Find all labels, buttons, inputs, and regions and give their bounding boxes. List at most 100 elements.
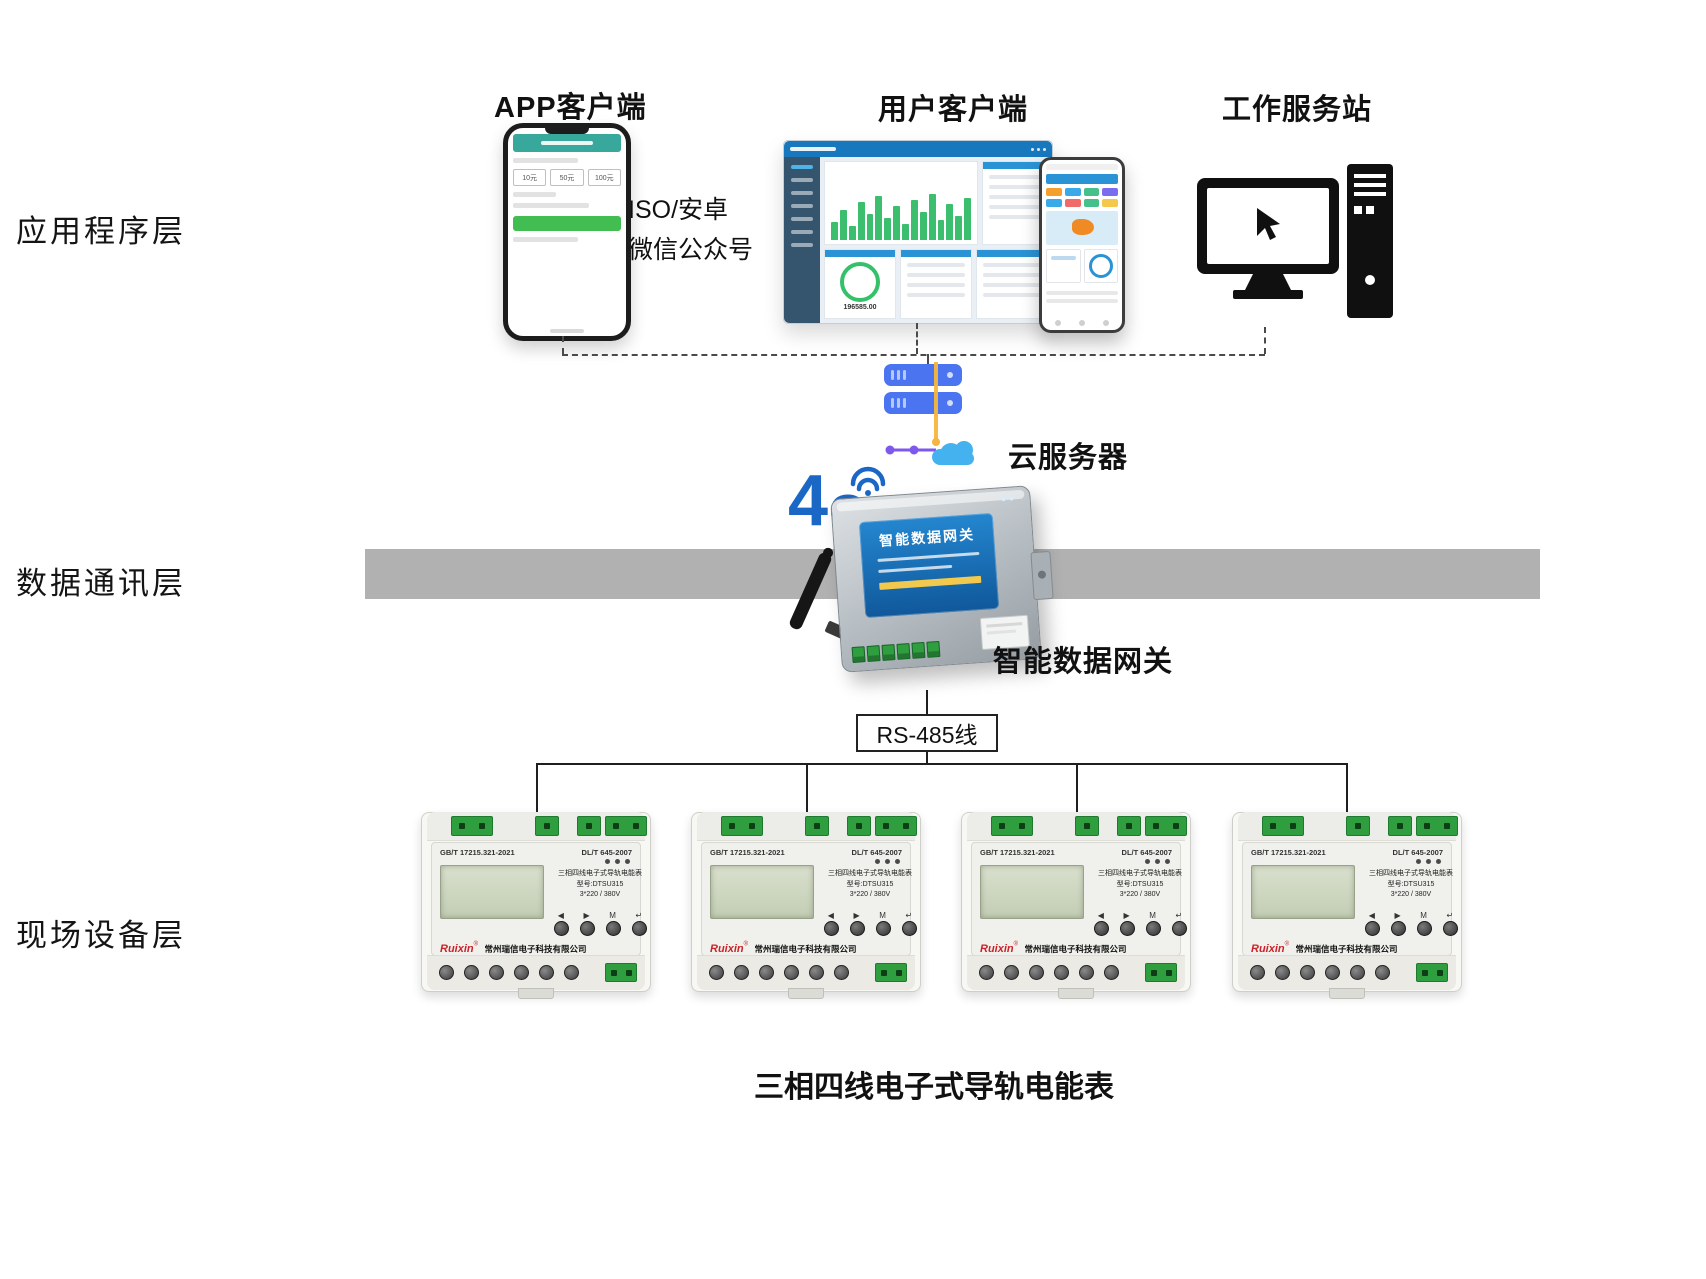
company-name: 常州瑞信电子科技有限公司 [754, 944, 857, 954]
standard-dlt: DL/T 645-2007 [851, 848, 902, 857]
wire-meter-2 [806, 763, 808, 812]
meter-standards: GB/T 17215.321-2021 DL/T 645-2007 [980, 848, 1172, 857]
meter-bottom-terminals [967, 955, 1185, 990]
wire-meter-1 [536, 763, 538, 812]
din-rail-clip [788, 988, 824, 999]
wifi-signal-icon [850, 466, 886, 496]
terminal-block-icon [1416, 816, 1458, 836]
meter-info-text: 三相四线电子式导轨电能表 型号:DTSU315 3*220 / 380V [1359, 869, 1463, 901]
dashboard-table-card [900, 249, 972, 319]
mobile-app-overlay-mockup [1039, 157, 1125, 333]
dashboard-bar-chart [824, 161, 978, 245]
screw-terminal-icons [1250, 965, 1390, 980]
meter-model: 型号:DTSU315 [846, 880, 894, 888]
meter-model: 型号:DTSU315 [576, 880, 624, 888]
meter-indicator-leds [605, 859, 630, 864]
terminal-block-icon [535, 816, 559, 836]
standard-dlt: DL/T 645-2007 [1392, 848, 1443, 857]
topbar-dots-icon [1031, 147, 1046, 151]
meter-buttons [818, 921, 922, 936]
wire-meter-3 [1076, 763, 1078, 812]
statusbar-skeleton [1046, 164, 1118, 170]
phone-home-indicator [550, 329, 584, 333]
energy-meter: GB/T 17215.321-2021 DL/T 645-2007 三相四线电子… [1232, 812, 1463, 999]
registered-mark: ® [743, 941, 749, 948]
meter-top-terminals [967, 812, 1187, 841]
meter-voltage: 3*220 / 380V [849, 891, 891, 898]
rs485-label: RS-485线 [876, 722, 978, 748]
meter-model: 型号:DTSU315 [1387, 880, 1435, 888]
company-name: 常州瑞信电子科技有限公司 [484, 944, 587, 954]
text-skeleton [513, 237, 578, 242]
rs485-bus-line [536, 763, 1347, 765]
terminal-block-icon [991, 816, 1033, 836]
gateway-terminal-block [851, 640, 941, 664]
meter-brand-row: Ruixin® 常州瑞信电子科技有限公司 [980, 939, 1127, 957]
energy-meter: GB/T 17215.321-2021 DL/T 645-2007 三相四线电子… [961, 812, 1192, 999]
wire-gateway-to-busbox [926, 690, 928, 714]
wire-meter-4 [1346, 763, 1348, 812]
amount-button: 100元 [587, 169, 621, 186]
brand-logo: Ruixin [1251, 943, 1285, 955]
registered-mark: ® [473, 941, 479, 948]
meter-lcd-display [710, 865, 814, 919]
meter-top-terminals [697, 812, 917, 841]
meter-voltage: 3*220 / 380V [579, 891, 621, 898]
app-icon-grid [1046, 188, 1118, 207]
map-thumbnail [1046, 211, 1118, 245]
screw-terminal-icons [709, 965, 849, 980]
meter-button-labels: ◀ ▶ M ↵ [1359, 911, 1463, 920]
meter-voltage: 3*220 / 380V [1390, 891, 1432, 898]
gateway-led-icons [1001, 496, 1014, 502]
meter-info-text: 三相四线电子式导轨电能表 型号:DTSU315 3*220 / 380V [818, 869, 922, 901]
layer-label-communication: 数据通讯层 [16, 566, 186, 601]
meter-face: GB/T 17215.321-2021 DL/T 645-2007 三相四线电子… [701, 842, 917, 956]
meter-product-name: 三相四线电子式导轨电能表 [558, 870, 642, 877]
terminal-block-icon [1117, 816, 1141, 836]
meter-buttons [1088, 921, 1192, 936]
company-name: 常州瑞信电子科技有限公司 [1295, 944, 1398, 954]
energy-meter: GB/T 17215.321-2021 DL/T 645-2007 三相四线电子… [421, 812, 651, 999]
standard-dlt: DL/T 645-2007 [581, 848, 632, 857]
terminal-block-icon [605, 963, 637, 982]
layer-label-field: 现场设备层 [16, 918, 186, 953]
btn-enter-label: ↵ [1446, 911, 1454, 920]
din-rail-clip [1058, 988, 1094, 999]
pay-button [513, 216, 621, 231]
screw-terminal-icons [439, 965, 579, 980]
app-phone-mockup: 10元 50元 100元 [503, 123, 631, 341]
ring-gauge-icon [1088, 254, 1113, 278]
meter-top-terminals [1238, 812, 1458, 841]
workstation-computer-icon [1197, 164, 1393, 318]
gateway-panel-title: 智能数据网关 [878, 526, 976, 549]
btn-menu-label: M [879, 911, 886, 920]
meter-lcd-display [1251, 865, 1355, 919]
app-screen: 10元 50元 100元 [513, 134, 621, 330]
dashboard-list-card [976, 249, 1048, 319]
text-skeleton [513, 203, 589, 208]
dashboard-kpi-value: 196585.00 [843, 304, 877, 311]
ring-card [1083, 249, 1118, 283]
meter-indicator-leds [1145, 859, 1170, 864]
energy-meter: GB/T 17215.321-2021 DL/T 645-2007 三相四线电子… [691, 812, 921, 999]
standard-gbt: GB/T 17215.321-2021 [1251, 848, 1326, 857]
dashboard-sidebar [784, 157, 820, 323]
text-skeleton [513, 158, 578, 163]
wire-busbox-to-bus [926, 748, 928, 763]
standard-gbt: GB/T 17215.321-2021 [440, 848, 515, 857]
phone-notch-icon [545, 127, 589, 134]
dashboard-topbar [784, 141, 1052, 157]
btn-enter-label: ↵ [905, 911, 913, 920]
meter-face: GB/T 17215.321-2021 DL/T 645-2007 三相四线电子… [431, 842, 647, 956]
title-web-client: 用户客户端 [878, 94, 1029, 126]
terminal-block-icon [1262, 816, 1304, 836]
terminal-block-icon [721, 816, 763, 836]
date-card [1046, 249, 1081, 283]
din-rail-clip [518, 988, 554, 999]
terminal-block-icon [1145, 963, 1177, 982]
recharge-amount-buttons: 10元 50元 100元 [513, 169, 621, 186]
meter-buttons [548, 921, 652, 936]
app-titlebar-skeleton [1046, 174, 1118, 184]
dashboard-side-panel [982, 161, 1048, 245]
meter-buttons [1359, 921, 1463, 936]
